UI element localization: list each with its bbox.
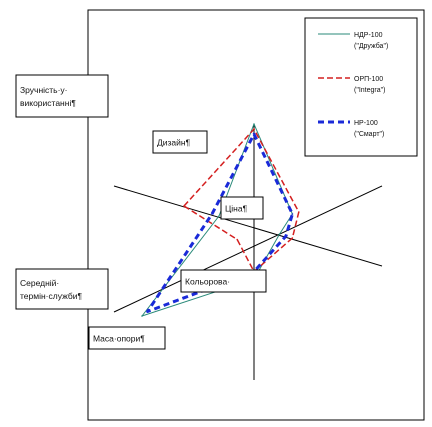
- legend-item-1: НДР-100 ("Дружба"): [318, 32, 388, 50]
- axis-label-box: [220, 196, 264, 220]
- series-2-point-2: [253, 128, 255, 130]
- series-2-point-6: [236, 238, 238, 241]
- legend-label: НДР-100: [354, 32, 383, 39]
- axis-label-text: Ціна¶: [225, 204, 248, 214]
- radar-series: [141, 123, 300, 317]
- axis-label-text: Маса·опори¶: [93, 334, 145, 344]
- legend-item-3: НР-100 ("Смарт"): [318, 120, 384, 138]
- axis-label-text: Кольорова·: [185, 277, 230, 287]
- series-3-point-6: [146, 310, 149, 313]
- axis-labels: Зручність·у· використанні¶ Дизайн¶ Ціна¶ Кол…: [15, 74, 267, 350]
- axis-label-2: Дизайн¶: [152, 130, 208, 154]
- axis-label-text: Середній·: [20, 278, 59, 288]
- series-3-point-1: [211, 213, 213, 215]
- axis-label-5: Середній· термін·служби¶: [15, 268, 109, 310]
- series-1-point-6: [141, 315, 143, 317]
- axis-label-6: Маса·опори¶: [88, 326, 166, 350]
- legend-item-2: ОРП-100 ("Integra"): [318, 76, 385, 94]
- legend-frame: [304, 17, 418, 157]
- legend-label: ("Смарт"): [354, 131, 384, 138]
- axis-label-box: [15, 268, 109, 310]
- series-2-point-1: [183, 205, 185, 207]
- axis-label-box: [15, 74, 109, 118]
- axis-label-text: Зручність·у·: [20, 85, 68, 95]
- legend-label: ОРП-100: [354, 76, 383, 83]
- axis-label-3: Ціна¶: [220, 196, 264, 220]
- axis-label-text: використанні¶: [20, 98, 76, 108]
- series-3-point-4: [285, 235, 287, 237]
- radar-axes: [113, 124, 383, 380]
- axis-label-1: Зручність·у· використанні¶: [15, 74, 109, 118]
- series-1-point-2: [253, 123, 255, 125]
- axis-label-box: [152, 130, 208, 154]
- legend-label: ("Integra"): [354, 87, 385, 94]
- axis-line-diagonal-2: [113, 185, 383, 313]
- series-2-point-4: [291, 237, 294, 239]
- axis-label-4: Кольорова·: [180, 269, 267, 293]
- axis-label-box: [88, 326, 166, 350]
- legend-label: НР-100: [354, 120, 378, 127]
- axis-label-box: [180, 269, 267, 293]
- series-1-point-1: [218, 215, 220, 217]
- axis-label-text: Дизайн¶: [157, 138, 191, 148]
- series-1-point-4: [278, 233, 281, 235]
- axis-label-text: термін·служби¶: [20, 291, 82, 301]
- legend: НДР-100 ("Дружба") ОРП-100 ("Integra") НР-10…: [304, 17, 418, 157]
- series-3-point-2: [253, 133, 255, 135]
- series-2-point-3: [298, 211, 300, 213]
- series-3-point-3: [291, 213, 294, 215]
- axis-line-diagonal-1: [113, 185, 383, 267]
- legend-label: ("Дружба"): [354, 42, 388, 50]
